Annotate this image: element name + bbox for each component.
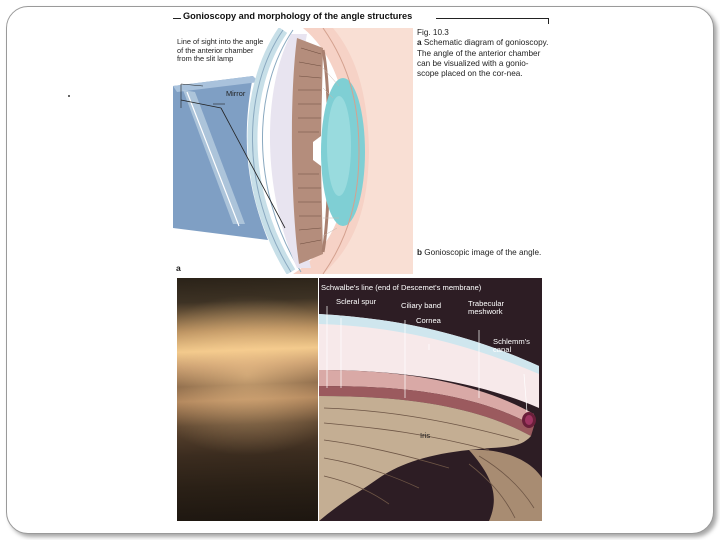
line-of-sight-label: Line of sight into the angle of the ante… (177, 38, 263, 64)
angle-structures-drawing (319, 278, 542, 521)
gonioscopic-photograph (177, 278, 318, 521)
ciliary-band-label: Ciliary band (401, 302, 441, 310)
caption-a-body: a Schematic diagram of gonioscopy. The a… (417, 38, 549, 79)
mirror-label: Mirror (226, 90, 245, 99)
panel-a-letter: a (176, 263, 181, 273)
gonioscopic-angle-illustration (319, 278, 542, 521)
header-rule (173, 18, 181, 19)
eye-cross-section-illustration (173, 28, 413, 274)
caption-b-text: Gonioscopic image of the angle. (424, 248, 541, 257)
caption-b: b Gonioscopic image of the angle. (417, 248, 549, 258)
textbook-page: Gonioscopy and morphology of the angle s… (168, 8, 553, 530)
trabecular-label-line2: meshwork (468, 308, 504, 316)
line-of-sight-label-line3: from the slit lamp (177, 55, 263, 64)
schlemm-label-line2: canal (493, 346, 530, 354)
schwalbes-line-label: Schwalbe's line (end of Descemet's membr… (321, 284, 481, 292)
gonioscopy-schematic (173, 28, 413, 274)
iris-label: Iris (420, 432, 430, 440)
figure-number: Fig. 10.3 (417, 28, 549, 38)
caption-a-text: Schematic diagram of gonioscopy. The ang… (417, 38, 548, 78)
scleral-spur-label: Scleral spur (336, 298, 376, 306)
caption-a-letter: a (417, 38, 422, 47)
schlemms-canal-label: Schlemm's canal (493, 338, 530, 355)
caption-b-letter: b (417, 248, 422, 257)
cornea-label: Cornea (416, 317, 441, 325)
caption-a: Fig. 10.3 a Schematic diagram of goniosc… (417, 28, 549, 79)
stray-mark (68, 95, 70, 97)
trabecular-meshwork-label: Trabecular meshwork (468, 300, 504, 317)
header-rule (436, 18, 548, 19)
header-tick (548, 18, 549, 24)
page-title: Gonioscopy and morphology of the angle s… (183, 11, 412, 21)
